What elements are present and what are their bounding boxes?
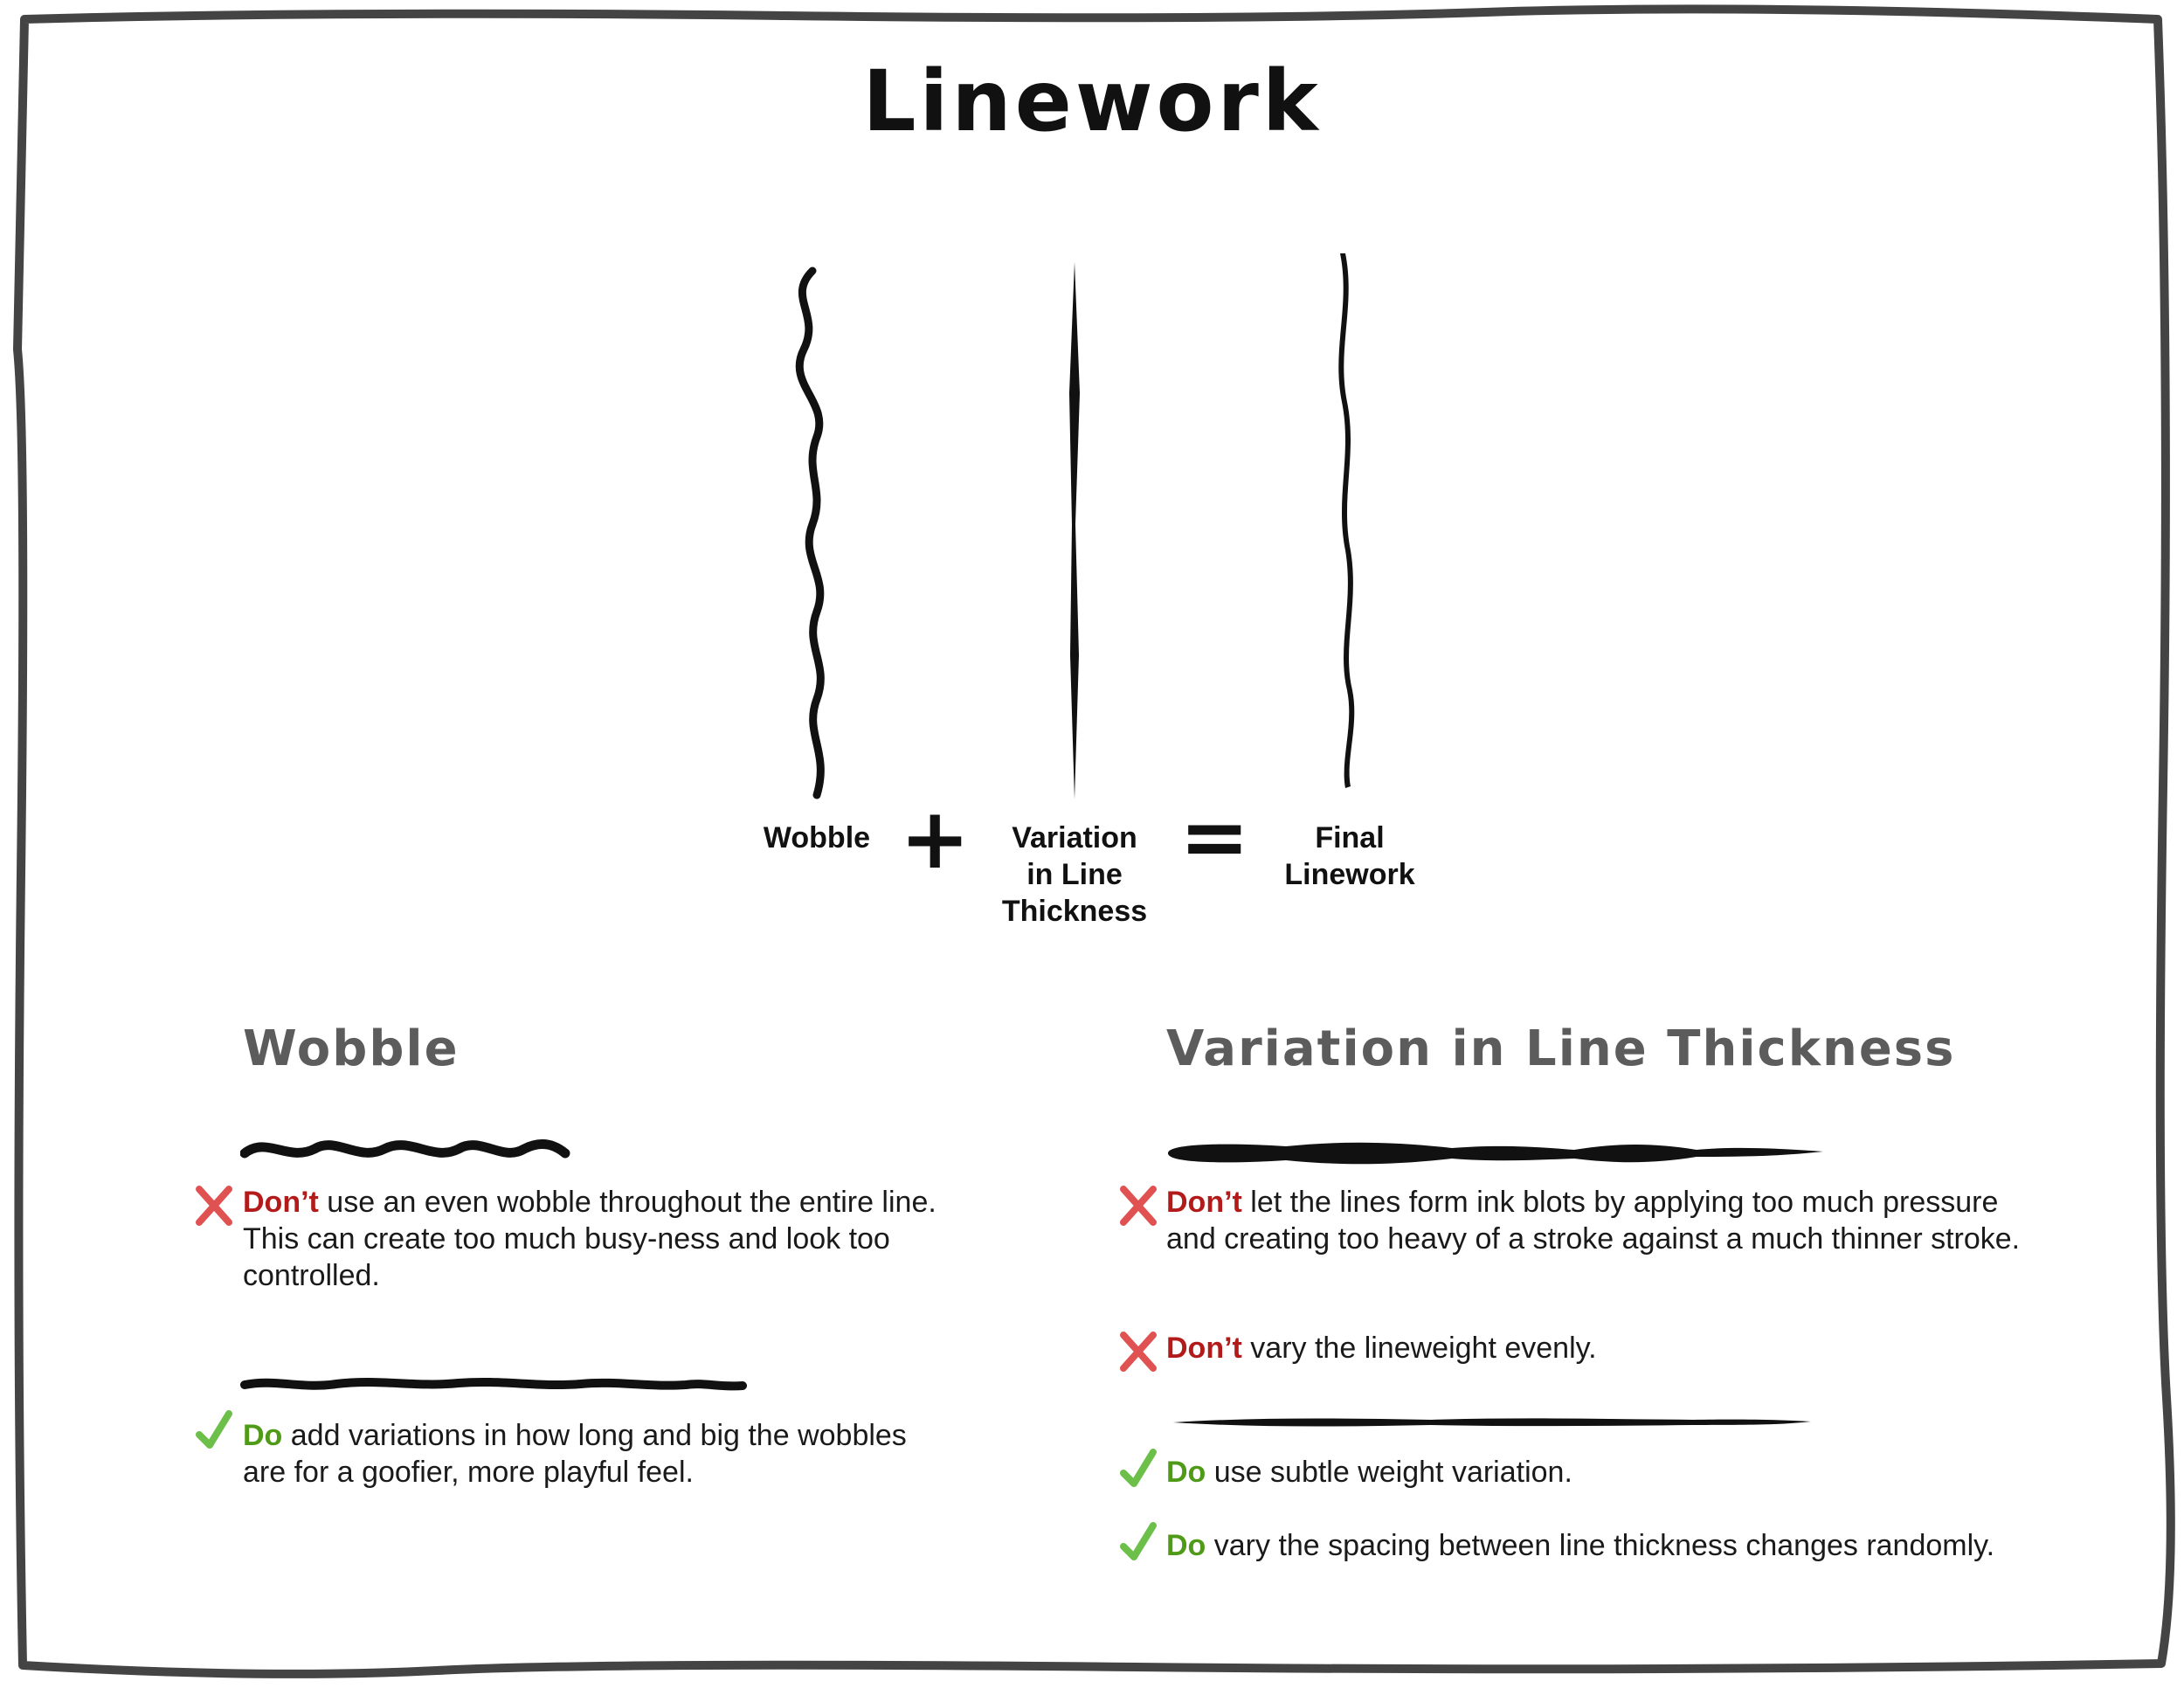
thickness-dont-rule-1: Don’t let the lines form ink blots by ap… <box>1166 1184 2040 1257</box>
check-icon <box>196 1410 232 1449</box>
equation-term-thickness: Variation in Line Thickness <box>1001 821 1148 928</box>
dont-keyword: Don’t <box>1166 1332 1242 1365</box>
thickness-section-heading: Variation in Line Thickness <box>1166 1020 1956 1077</box>
wobble-section-heading: Wobble <box>243 1020 460 1077</box>
do-keyword: Do <box>243 1419 283 1452</box>
rule-text: let the lines form ink blots by applying… <box>1166 1186 2021 1256</box>
rule-text: use subtle weight variation. <box>1206 1456 1572 1489</box>
equation-term-wobble: Wobble <box>763 821 871 854</box>
varied-wobble-example-stroke <box>240 1377 747 1391</box>
rule-text: add variations in how long and big the w… <box>243 1419 907 1489</box>
equals-operator: = <box>1179 788 1250 886</box>
subtle-weight-example-stroke <box>1173 1418 1811 1427</box>
do-keyword: Do <box>1166 1456 1206 1489</box>
thickness-do-rule-1: Do use subtle weight variation. <box>1166 1454 2040 1491</box>
x-icon <box>1120 1332 1157 1372</box>
dont-keyword: Don’t <box>243 1186 319 1219</box>
rule-text: use an even wobble throughout the entire… <box>243 1186 936 1292</box>
do-keyword: Do <box>1166 1529 1206 1562</box>
thickness-vertical-line <box>1069 262 1080 799</box>
wobble-vertical-line <box>795 266 825 799</box>
equation-result-final: Final Linework <box>1284 821 1415 891</box>
wobble-dont-rule: Don’t use an even wobble throughout the … <box>243 1184 959 1294</box>
x-icon <box>1120 1186 1157 1226</box>
x-icon <box>196 1186 232 1226</box>
dont-keyword: Don’t <box>1166 1186 1242 1219</box>
thickness-dont-rule-2: Don’t vary the lineweight evenly. <box>1166 1330 2040 1366</box>
rule-text: vary the lineweight evenly. <box>1241 1332 1597 1365</box>
wobble-do-rule: Do add variations in how long and big th… <box>243 1417 907 1491</box>
check-icon <box>1120 1522 1157 1560</box>
rule-text: vary the spacing between line thickness … <box>1206 1529 1995 1562</box>
page-title: Linework <box>862 52 1322 150</box>
final-vertical-line <box>1338 253 1355 788</box>
ink-blot-example-stroke <box>1168 1142 1823 1165</box>
thickness-do-rule-2: Do vary the spacing between line thickne… <box>1166 1527 2127 1564</box>
even-wobble-example-stroke <box>240 1139 570 1159</box>
plus-operator: + <box>900 790 971 888</box>
check-icon <box>1120 1449 1157 1487</box>
